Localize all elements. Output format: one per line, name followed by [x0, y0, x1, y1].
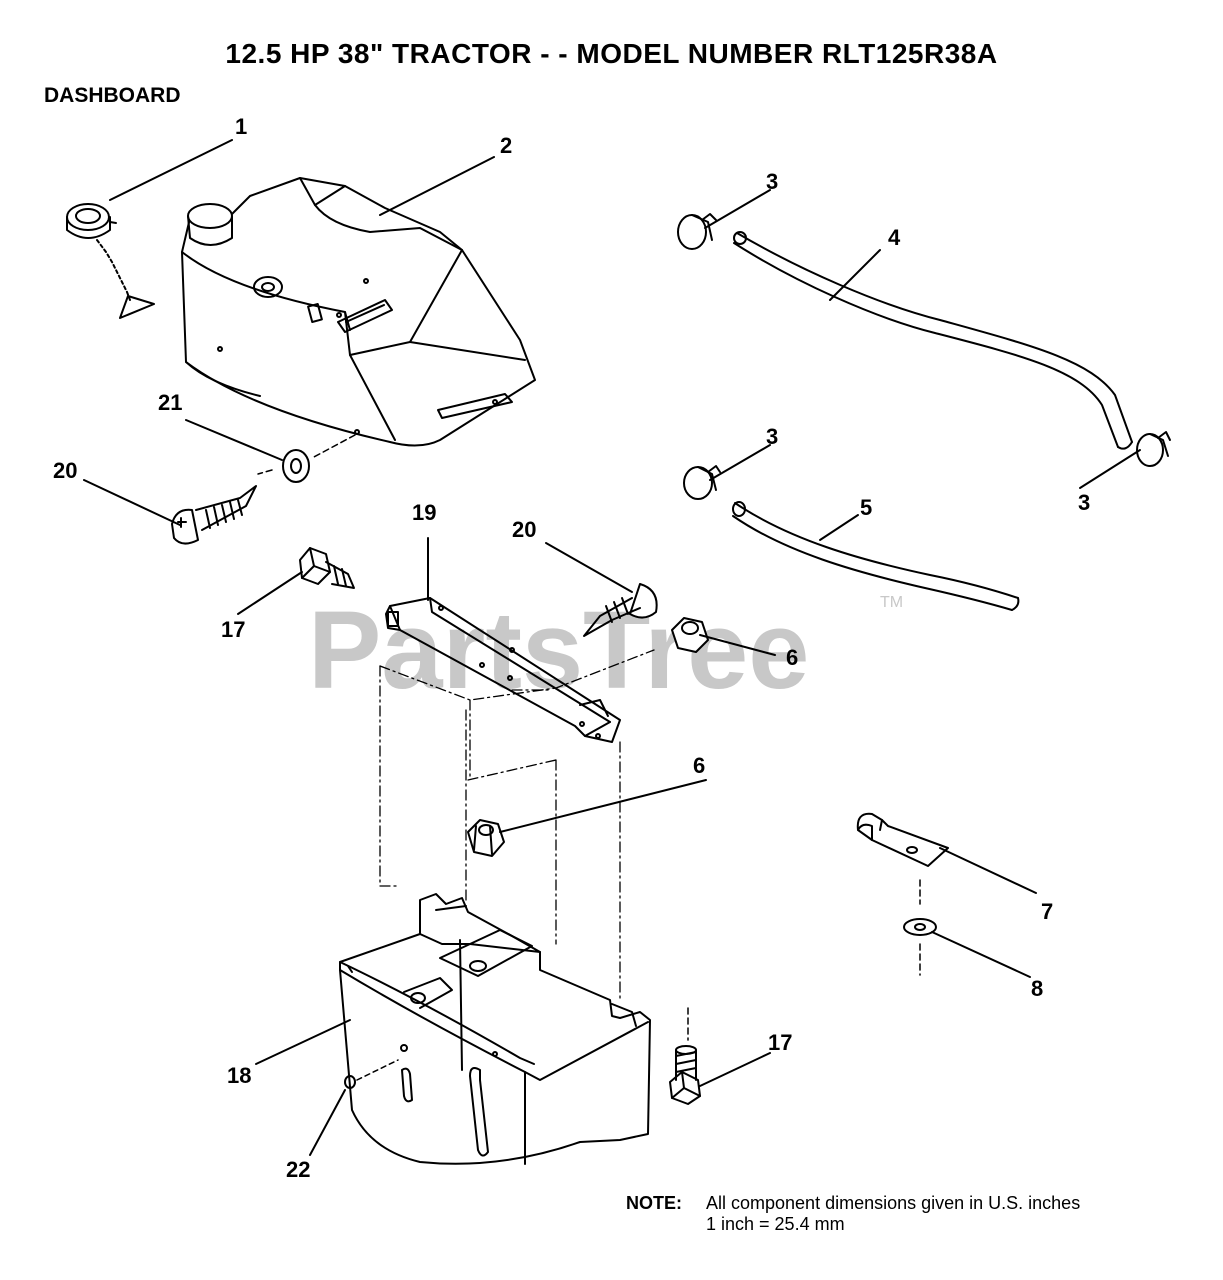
callout-5: 5: [860, 495, 872, 520]
callout-18: 18: [227, 1063, 251, 1088]
screw-part: [171, 485, 257, 545]
callout-1: 1: [235, 114, 247, 139]
callout-22: 22: [286, 1157, 310, 1182]
note-label: NOTE:: [626, 1193, 682, 1213]
callout-3: 3: [766, 169, 778, 194]
note-line-2: 1 inch = 25.4 mm: [706, 1214, 845, 1234]
fuel-hose-short-part: [732, 501, 1020, 611]
bolt-part: [669, 1045, 701, 1105]
callout-7: 7: [1041, 899, 1053, 924]
callout-19: 19: [412, 500, 436, 525]
callout-6: 6: [693, 753, 705, 778]
watermark-text: PartsTree: [308, 589, 809, 712]
hex-nut-part: [671, 617, 709, 653]
fuel-hose-long-part: [733, 231, 1133, 450]
callout-21: 21: [158, 390, 182, 415]
assembly-lines: [379, 649, 655, 1001]
hex-nut-part: [467, 819, 505, 857]
hose-clamp-part: [1136, 431, 1171, 467]
callout-3: 3: [766, 424, 778, 449]
callout-20: 20: [512, 517, 536, 542]
bracket-part: [385, 597, 621, 743]
bolt-part: [299, 547, 355, 589]
lower-panel-part: [339, 893, 651, 1165]
callout-17: 17: [221, 617, 245, 642]
fuel-cap-part: [66, 203, 155, 319]
note-line-1: All component dimensions given in U.S. i…: [706, 1193, 1081, 1213]
diagram-title: 12.5 HP 38" TRACTOR - - MODEL NUMBER RLT…: [225, 38, 998, 69]
watermark-trademark: TM: [880, 594, 903, 611]
callout-2: 2: [500, 133, 512, 158]
washer-part: [282, 449, 310, 483]
callout-17: 17: [768, 1030, 792, 1055]
dashboard-housing-part: [181, 177, 536, 447]
hose-clamp-part: [683, 465, 721, 500]
leader-lines: [83, 139, 1141, 1156]
washer-small-part: [903, 918, 937, 936]
section-label: DASHBOARD: [44, 84, 181, 107]
screw-part: [583, 583, 658, 637]
hose-clamp-part: [677, 213, 717, 250]
callout-3: 3: [1078, 490, 1090, 515]
dimension-note: NOTE: All component dimensions given in U…: [626, 1193, 1080, 1235]
callout-6: 6: [786, 645, 798, 670]
clip-part: [856, 812, 949, 867]
callout-20: 20: [53, 458, 77, 483]
callout-8: 8: [1031, 976, 1043, 1001]
pin-part: [344, 1075, 356, 1089]
callout-4: 4: [888, 225, 901, 250]
